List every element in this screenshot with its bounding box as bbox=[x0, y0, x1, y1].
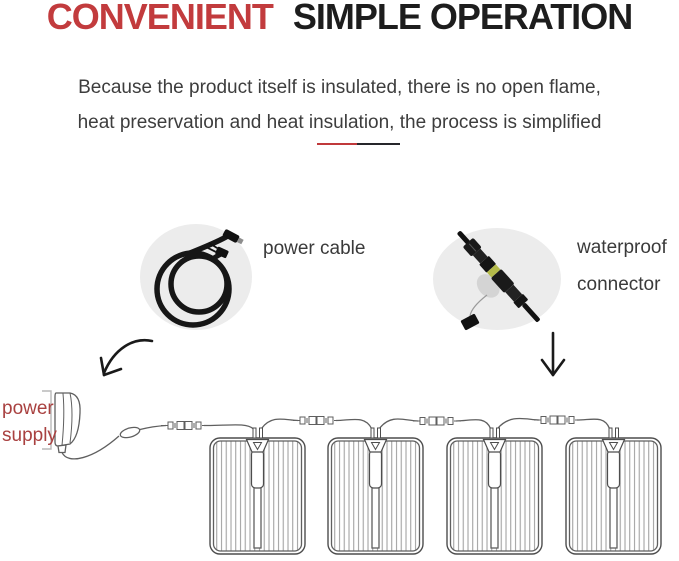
waterproof-connector-label: waterproof connector bbox=[577, 229, 667, 303]
title-rest: SIMPLE OPERATION bbox=[292, 0, 633, 37]
waterproof-label-line2: connector bbox=[577, 274, 661, 295]
supply-cable bbox=[61, 435, 120, 460]
divider-red-segment bbox=[317, 143, 357, 145]
power-cable-label: power cable bbox=[263, 238, 366, 259]
power-supply-label-line2: supply bbox=[2, 425, 57, 446]
curved-down-arrow bbox=[99, 338, 154, 377]
heating-panel-3 bbox=[446, 427, 543, 555]
heating-panel-2 bbox=[327, 427, 424, 555]
power-supply-sketch bbox=[54, 392, 81, 454]
inline-connector bbox=[119, 426, 141, 439]
page-title: CONVENIENT SIMPLE OPERATION bbox=[0, 0, 679, 38]
divider bbox=[317, 143, 400, 145]
power-cable-icon bbox=[154, 229, 244, 328]
cable-connector-1 bbox=[160, 420, 210, 431]
cable-connector-2 bbox=[292, 415, 342, 426]
straight-down-arrow bbox=[540, 331, 566, 377]
label-bracket bbox=[42, 390, 52, 450]
heating-panel-1 bbox=[209, 427, 306, 555]
cable-connector-3 bbox=[412, 416, 462, 426]
waterproof-label-line1: waterproof bbox=[577, 237, 667, 258]
heating-panel-4 bbox=[565, 427, 662, 555]
cable-connector-4 bbox=[533, 415, 583, 425]
power-supply-label: power supply bbox=[2, 395, 57, 449]
subtitle-line1: Because the product itself is insulated,… bbox=[78, 77, 601, 98]
subtitle-line2: heat preservation and heat insulation, t… bbox=[77, 112, 602, 133]
title-highlight: CONVENIENT bbox=[46, 0, 274, 37]
divider-dark-segment bbox=[357, 143, 400, 145]
power-supply-label-line1: power bbox=[2, 398, 54, 419]
installation-diagram bbox=[42, 390, 662, 555]
waterproof-connector-icon bbox=[457, 231, 540, 331]
subtitle: Because the product itself is insulated,… bbox=[0, 70, 679, 140]
